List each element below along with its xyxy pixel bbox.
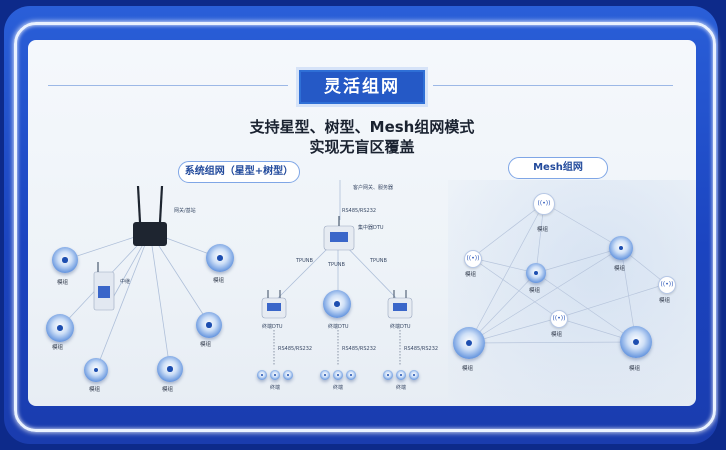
label-tpunb-3: TPUNB xyxy=(370,258,387,264)
label-mesh-2: 模组 xyxy=(465,272,477,278)
mesh-background xyxy=(448,180,696,406)
module-node-f xyxy=(157,356,183,382)
central-dtu-icon xyxy=(323,216,355,251)
display-panel: 灵活组网 支持星型、树型、Mesh组网模式 实现无盲区覆盖 系统组网（星型+树型… xyxy=(28,40,696,406)
module-node-e xyxy=(84,358,108,382)
terminal-dtu-left-icon xyxy=(261,290,287,319)
network-lines xyxy=(59,180,667,371)
terminal-dot xyxy=(270,370,280,380)
label-rs-mid: RS485/RS232 xyxy=(342,346,377,352)
wifi-icon: ((•)) xyxy=(533,193,555,215)
label-mesh-7: 模组 xyxy=(462,366,474,372)
glow-border xyxy=(14,22,716,432)
mesh-node xyxy=(453,327,485,359)
module-node-a xyxy=(52,247,78,273)
label-tpunb-2: TPUNB xyxy=(328,262,345,268)
headline-1: 支持星型、树型、Mesh组网模式 xyxy=(249,118,475,136)
terminal-dot xyxy=(257,370,267,380)
label-rs-right: RS485/RS232 xyxy=(404,346,439,352)
mesh-node xyxy=(526,263,546,283)
title-line-right xyxy=(433,85,673,86)
module-node-c xyxy=(46,314,74,342)
label-central-dtu: 集中器DTU xyxy=(358,225,384,231)
terminal-dot xyxy=(333,370,343,380)
label-term-mid: 终端 xyxy=(333,385,344,391)
gateway-router-icon xyxy=(133,185,167,246)
label-relay: 中继 xyxy=(120,279,131,285)
terminal-dot xyxy=(320,370,330,380)
title-line-left xyxy=(48,85,288,86)
label-module-b: 模组 xyxy=(213,278,225,284)
terminal-dot xyxy=(409,370,419,380)
mesh-node xyxy=(620,326,652,358)
label-dtu-mid: 终端DTU xyxy=(328,324,349,330)
label-mesh-1: 模组 xyxy=(537,227,549,233)
label-dtu-left: 终端DTU xyxy=(262,324,283,330)
wifi-icon: ((•)) xyxy=(464,250,482,268)
label-tpunb-1: TPUNB xyxy=(296,258,313,264)
label-mesh-3: 模组 xyxy=(529,288,541,294)
relay-device-icon xyxy=(93,262,115,311)
mesh-node xyxy=(609,236,633,260)
label-module-f: 模组 xyxy=(162,387,174,393)
label-module-a: 模组 xyxy=(57,280,69,286)
right-section-pill: Mesh组网 xyxy=(508,157,608,179)
label-term-right: 终端 xyxy=(396,385,407,391)
label-mesh-5: 模组 xyxy=(659,298,671,304)
label-dtu-right: 终端DTU xyxy=(390,324,411,330)
left-section-pill: 系统组网（星型+树型） xyxy=(178,161,300,183)
terminal-dot xyxy=(283,370,293,380)
terminal-dtu-mid-node xyxy=(323,290,351,318)
label-mesh-6: 模组 xyxy=(551,332,563,338)
headline-2: 实现无盲区覆盖 xyxy=(309,138,415,156)
label-term-left: 终端 xyxy=(270,385,281,391)
label-gateway: 网关/基站 xyxy=(174,208,196,214)
banner-title-box: 灵活组网 xyxy=(299,70,425,104)
label-cloud: 客户网关、服务器 xyxy=(353,185,394,191)
terminal-dot xyxy=(396,370,406,380)
terminal-dot xyxy=(383,370,393,380)
label-rs-left: RS485/RS232 xyxy=(278,346,313,352)
label-module-e: 模组 xyxy=(89,387,101,393)
label-mesh-4: 模组 xyxy=(614,266,626,272)
label-mesh-8: 模组 xyxy=(629,366,641,372)
terminal-dot xyxy=(346,370,356,380)
label-module-c: 模组 xyxy=(52,345,64,351)
banner-title: 灵活组网 xyxy=(324,77,400,97)
label-rs-top: RS485/RS232 xyxy=(342,208,377,214)
terminal-dtu-right-icon xyxy=(387,290,413,319)
wifi-icon: ((•)) xyxy=(550,310,568,328)
module-node-d xyxy=(196,312,222,338)
wifi-icon: ((•)) xyxy=(658,276,676,294)
label-module-d: 模组 xyxy=(200,342,212,348)
module-node-b xyxy=(206,244,234,272)
